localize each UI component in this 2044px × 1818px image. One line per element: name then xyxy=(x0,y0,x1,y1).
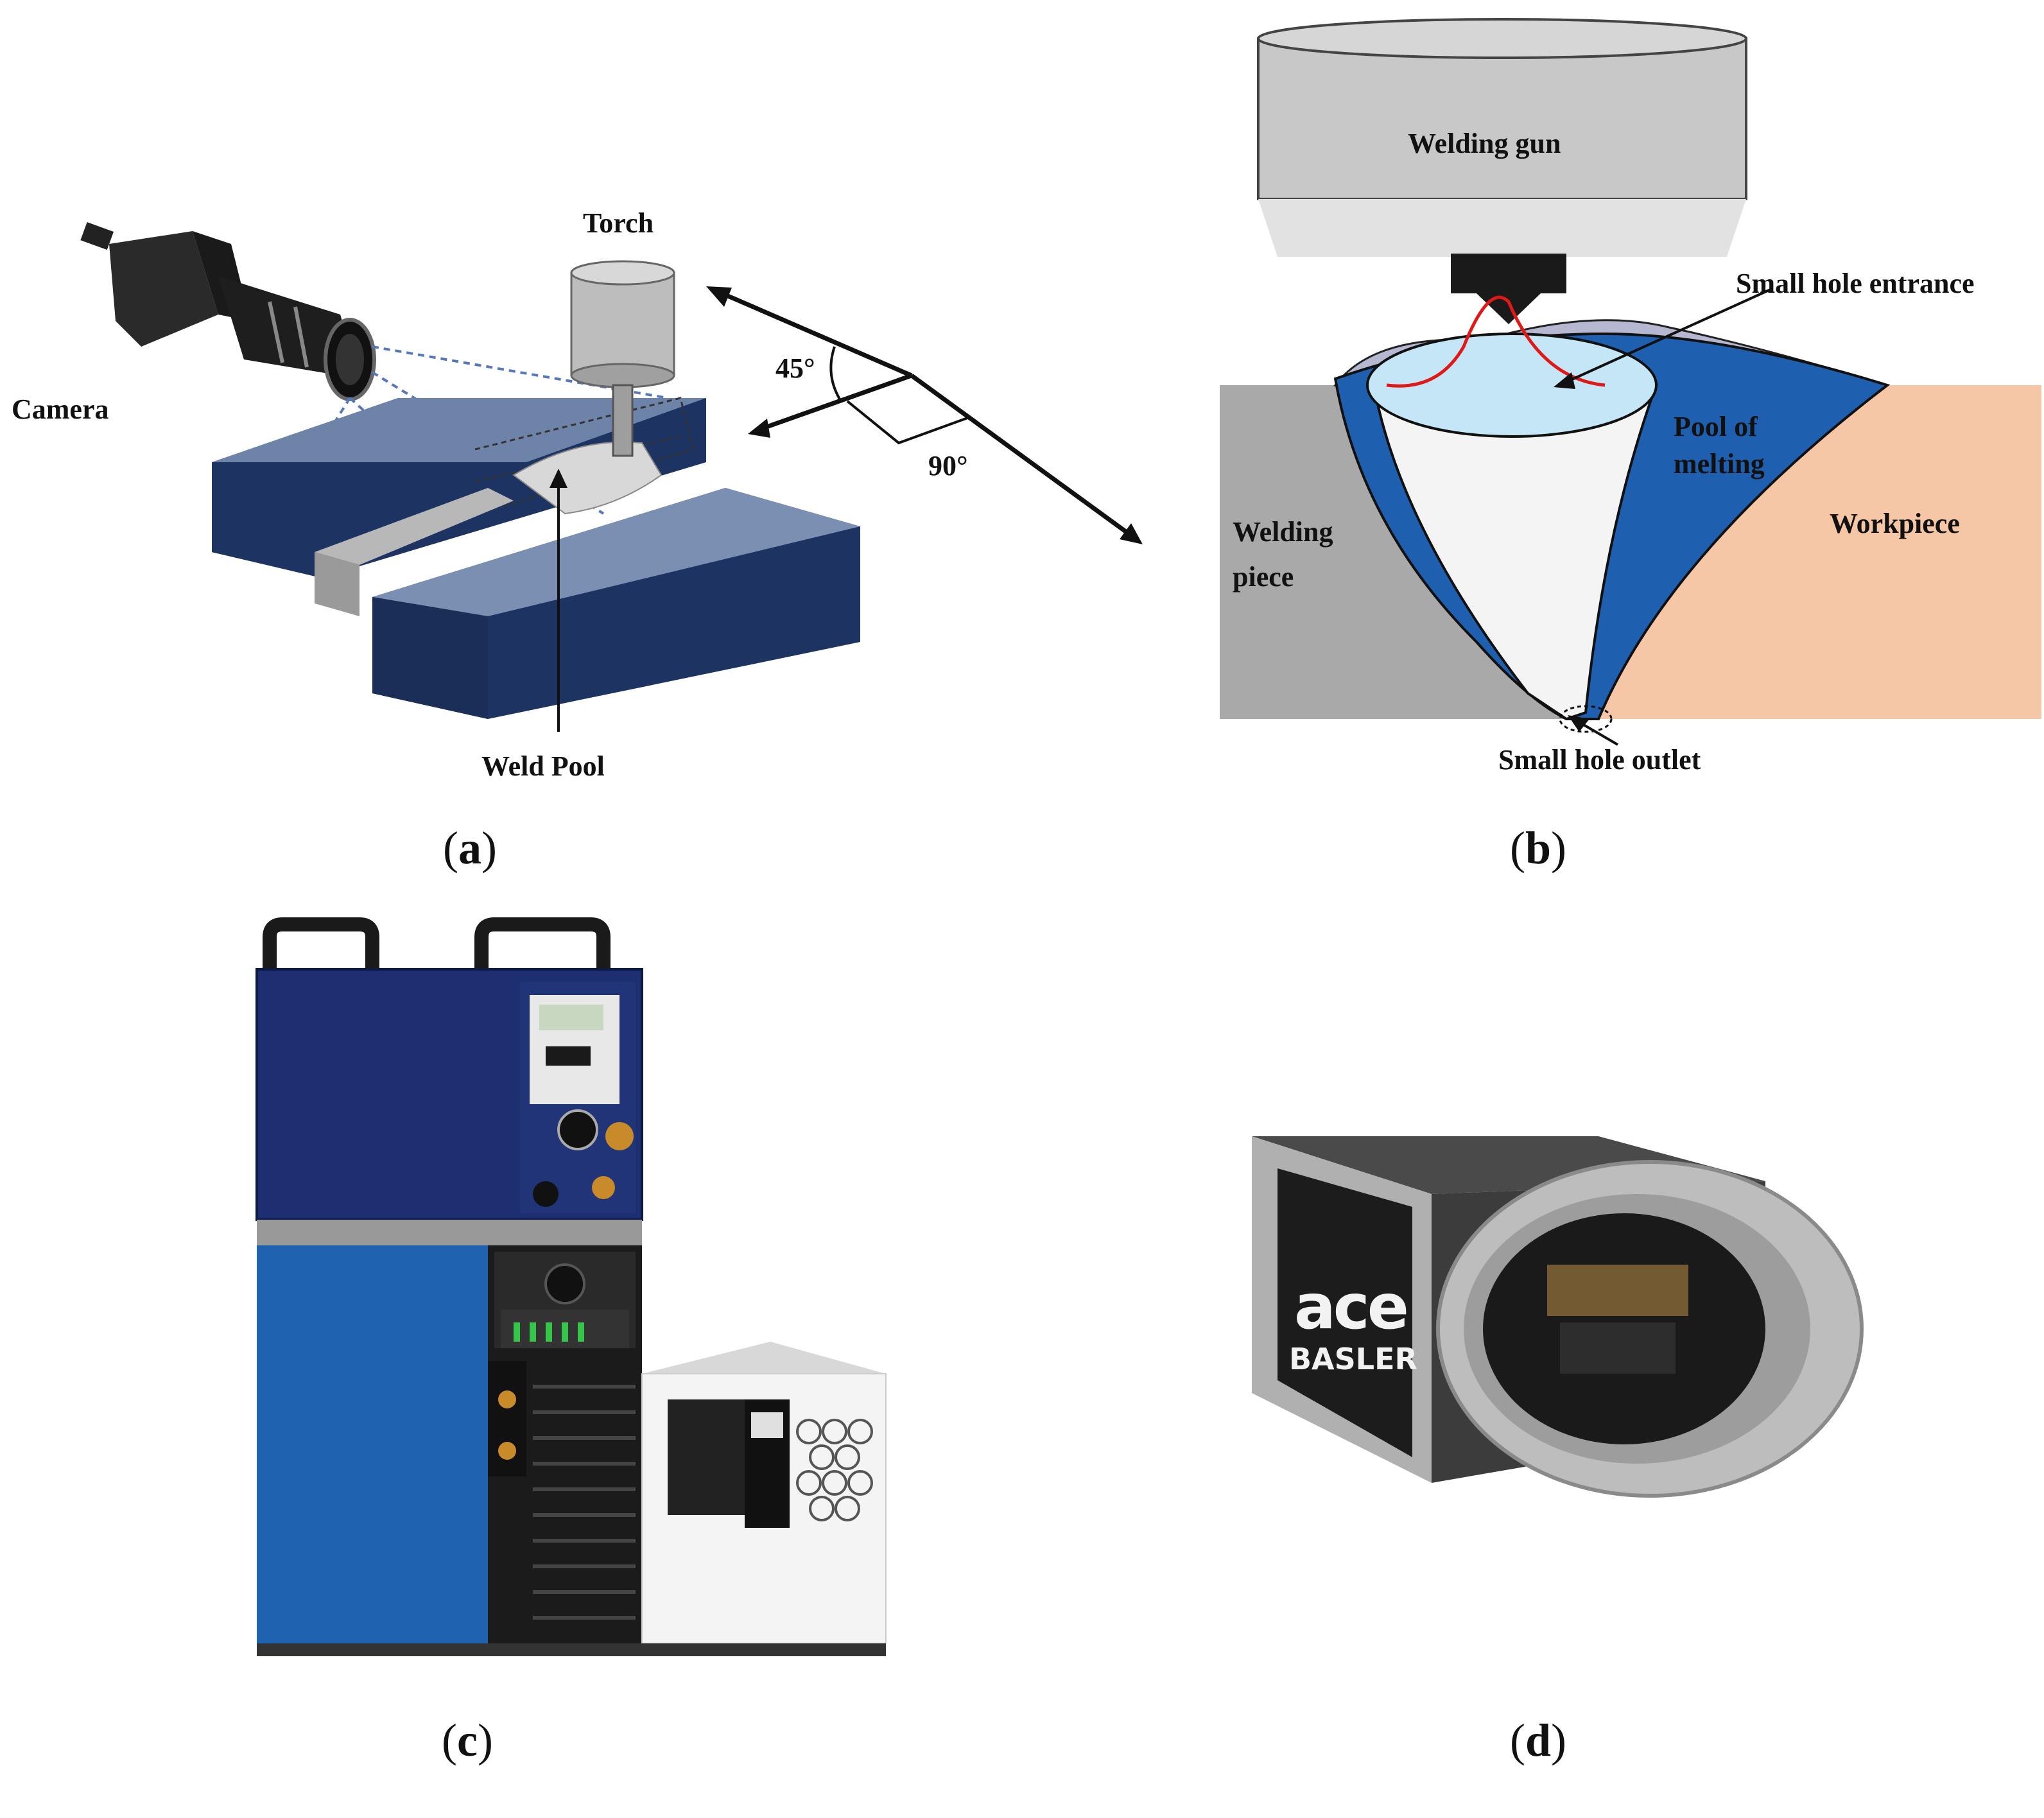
welding-machine-illustration xyxy=(256,917,887,1656)
label-workpiece: Workpiece xyxy=(1830,508,1960,539)
logo-basler: BASLER xyxy=(1289,1342,1417,1376)
label-small-hole-outlet: Small hole outlet xyxy=(1498,744,1701,775)
basler-camera-illustration xyxy=(1252,1136,1864,1498)
label-angle-45: 45° xyxy=(775,352,815,384)
laser-beam xyxy=(1386,295,1606,388)
camera-illustration xyxy=(80,221,376,401)
label-angle-90: 90° xyxy=(928,450,968,481)
label-welding-gun: Welding gun xyxy=(1408,128,1561,159)
label-torch: Torch xyxy=(583,207,654,239)
angle-indicator xyxy=(706,286,1143,544)
panel-b-diagram xyxy=(1220,18,2041,746)
panel-b-keyhole-diagram: Welding gun Small hole entrance Pool of … xyxy=(1207,0,2041,809)
panel-a-diagram xyxy=(80,221,1143,732)
workpiece-blocks xyxy=(212,397,860,719)
label-welding-piece: Welding piece xyxy=(1233,516,1333,593)
caption-d: (d) xyxy=(1510,1715,1567,1766)
keyhole-shape xyxy=(1372,384,1658,721)
label-pool-of-melting: Pool of melting xyxy=(1674,411,1765,480)
label-camera: Camera xyxy=(12,394,109,425)
panel-d-basler-camera-photo: ace BASLER xyxy=(1239,1123,1894,1521)
welding-gun-shape xyxy=(1257,18,1747,324)
label-weld-pool: Weld Pool xyxy=(481,750,605,782)
caption-b: (b) xyxy=(1510,822,1567,874)
caption-a: (a) xyxy=(443,822,497,874)
torch-illustration xyxy=(570,260,675,457)
caption-c: (c) xyxy=(442,1715,493,1766)
logo-ace: ace xyxy=(1294,1271,1409,1343)
panel-a-welding-setup: Torch Camera 45° 90° Weld Pool xyxy=(0,0,1156,809)
panel-c-welding-machine-photo xyxy=(244,917,937,1682)
label-small-hole-entrance: Small hole entrance xyxy=(1736,268,1975,299)
